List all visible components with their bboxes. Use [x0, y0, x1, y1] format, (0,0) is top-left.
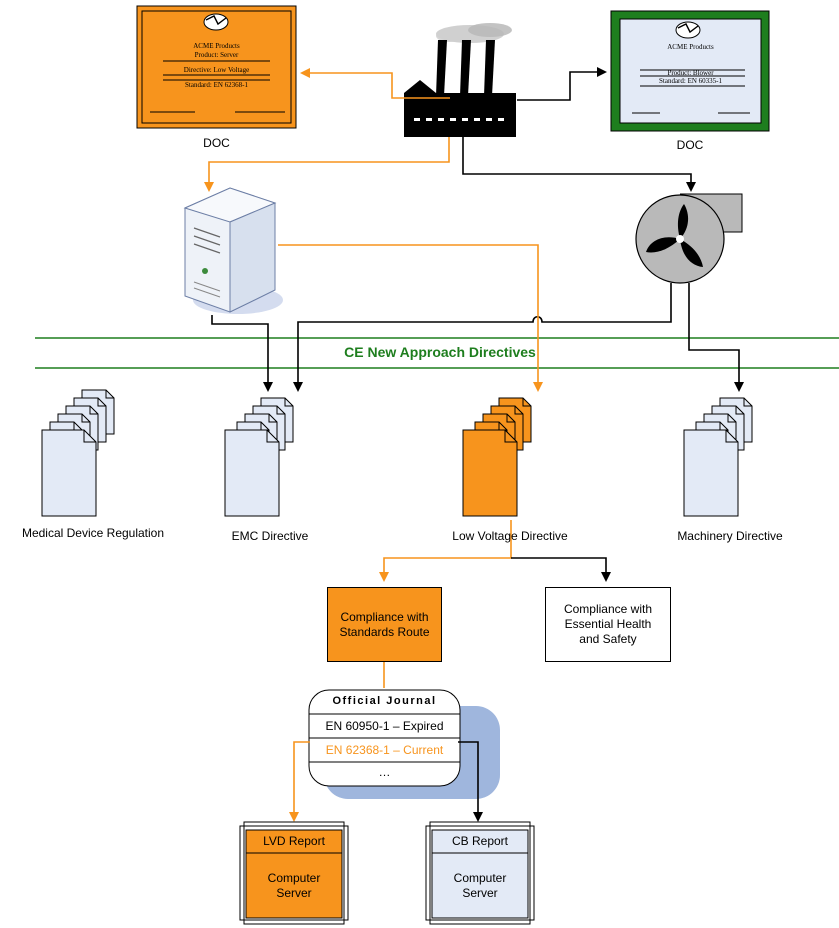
directive-label-medical: Medical Device Regulation: [21, 526, 165, 540]
arrow-server-to-lvd: [278, 244, 543, 392]
blower-fan-icon: [635, 193, 743, 284]
lvd-report-body-line-2: Server: [276, 886, 312, 900]
ce-directives-title: CE New Approach Directives: [344, 344, 536, 360]
eagle-seal-icon: [675, 21, 701, 39]
arrow-blower-to-machinery: [688, 283, 744, 392]
certificate-left: [136, 5, 297, 129]
cert-left-caption: DOC: [203, 136, 230, 150]
cert-right-company: ACME Products: [667, 43, 714, 51]
arrow-lvd-to-standards: [379, 520, 512, 582]
directive-label-emc: EMC Directive: [231, 529, 309, 543]
cert-left-directive: Directive: Low Voltage: [183, 66, 250, 74]
cb-report-body-line-2: Server: [462, 886, 498, 900]
ehs-route-line-3: and Safety: [579, 632, 637, 646]
journal-row-more: …: [378, 765, 391, 779]
arrow-factory-to-doc-right: [517, 67, 607, 101]
cert-left-standard: Standard: EN 62368-1: [185, 81, 248, 89]
standards-route-line-1: Compliance with: [340, 609, 429, 624]
eagle-seal-icon: [203, 13, 229, 31]
cb-report-title: CB Report: [451, 834, 509, 848]
cert-left-product: Product: Server: [194, 51, 239, 59]
standards-route-line-2: Standards Route: [339, 624, 430, 639]
report-frame-icon: [239, 821, 349, 925]
directive-label-machinery: Machinery Directive: [677, 529, 783, 543]
journal-row-expired: EN 60950-1 – Expired: [325, 719, 444, 733]
arrow-journal-to-lvd-report: [289, 741, 310, 822]
report-frame-icon: [425, 821, 535, 925]
factory-icon: [404, 23, 516, 137]
arrow-factory-to-doc-left: [300, 68, 450, 99]
ehs-route-line-1: Compliance with: [563, 602, 653, 616]
arrow-server-to-emc: [211, 315, 273, 392]
journal-row-current: EN 62368-1 – Current: [325, 743, 444, 757]
server-tower-icon: [183, 187, 283, 314]
ce-directives-band: [35, 337, 839, 369]
cert-left-company: ACME Products: [193, 42, 240, 50]
ehs-route-box: Compliance with Essential Health and Saf…: [545, 587, 671, 662]
arrow-factory-to-blower: [462, 137, 696, 192]
arrow-journal-to-cb-report: [458, 741, 483, 822]
cb-report-body-line-1: Computer: [453, 871, 507, 885]
certificate-right: [610, 10, 770, 132]
official-journal-shape: [308, 689, 500, 799]
cert-right-product: Product: Blower: [667, 69, 714, 77]
lvd-report-title: LVD Report: [263, 834, 325, 848]
cert-right-caption: DOC: [676, 138, 704, 152]
ehs-route-line-2: Essential Health: [564, 617, 652, 631]
cert-right-standard: Standard: EN 60335-1: [659, 77, 722, 85]
arrow-factory-to-server: [204, 137, 450, 192]
standards-route-box: Compliance with Standards Route: [327, 587, 442, 662]
directive-label-lvd: Low Voltage Directive: [452, 529, 568, 543]
arrow-lvd-to-ehs: [511, 557, 611, 582]
official-journal-title: Official Journal: [332, 695, 437, 707]
lvd-report-body-line-1: Computer: [267, 871, 321, 885]
